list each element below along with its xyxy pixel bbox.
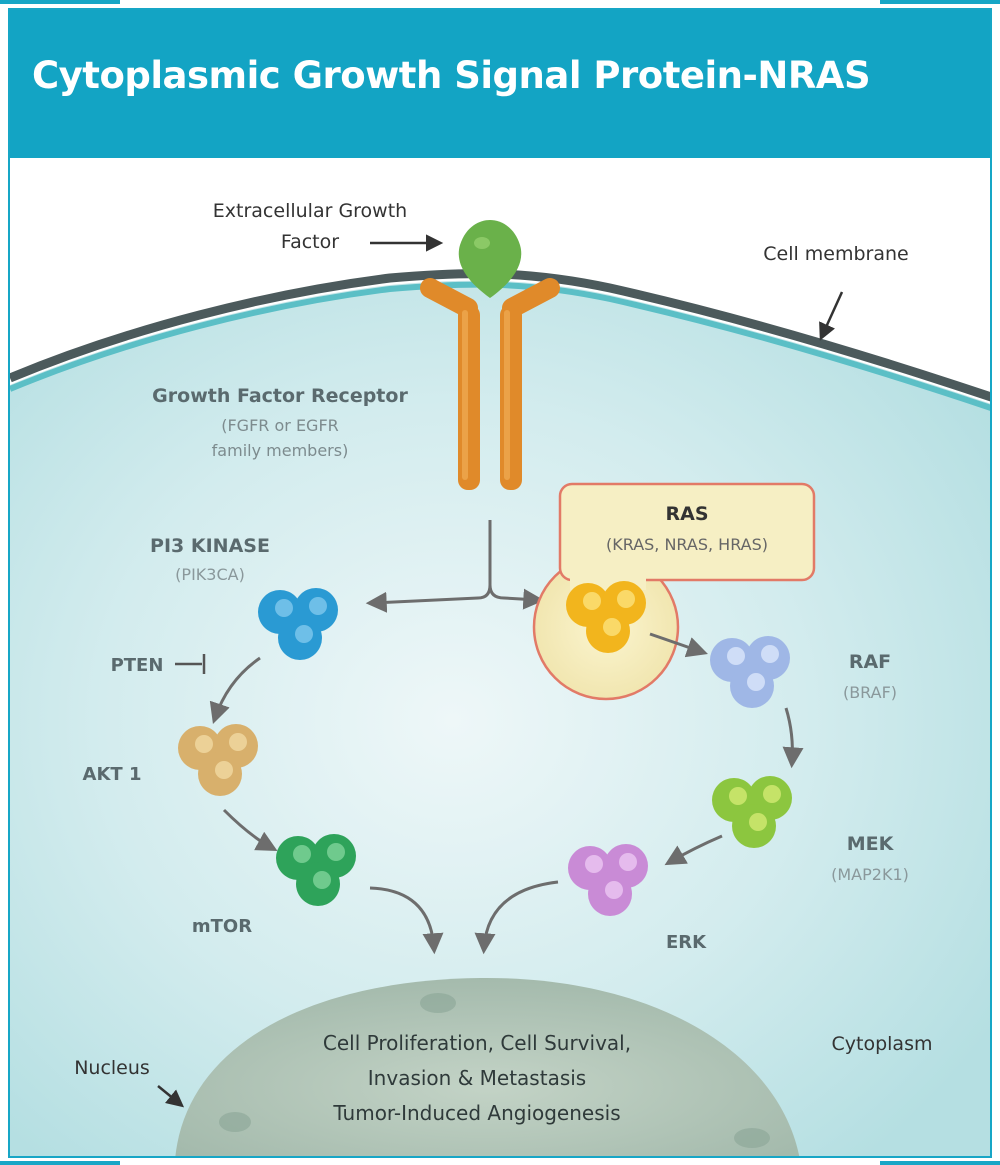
mek-subtitle: (MAP2K1) [831, 865, 909, 884]
corner-accent [0, 0, 120, 4]
arrow-icon [488, 584, 545, 610]
arrow-icon [209, 656, 261, 724]
raf-title: RAF [849, 651, 891, 673]
corner-accent [0, 1161, 120, 1165]
arrow-icon [819, 291, 844, 341]
title-banner: Cytoplasmic Growth Signal Protein-NRAS [10, 10, 990, 158]
nucleus-pore [734, 1128, 770, 1148]
ras-title: RAS [665, 503, 708, 525]
outcome-line-3: Tumor-Induced Angiogenesis [332, 1101, 620, 1125]
receptor-title: Growth Factor Receptor [152, 385, 408, 407]
cytoplasm-label: Cytoplasm [832, 1033, 933, 1055]
outcome-line-2: Invasion & Metastasis [368, 1066, 586, 1090]
cell-membrane-label: Cell membrane [763, 243, 909, 265]
akt-label: AKT 1 [83, 764, 142, 785]
pi3k-title: PI3 KINASE [150, 535, 270, 557]
nucleus-pore [420, 993, 456, 1013]
arrow-icon [782, 707, 804, 769]
extracellular-label: Extracellular Growth [213, 200, 407, 222]
signaling-diagram: Extracellular Growth Factor Cell membran… [10, 200, 990, 1156]
diagram-frame: Cytoplasmic Growth Signal Protein-NRAS [8, 8, 992, 1158]
protein-cluster-icon [178, 724, 258, 796]
inhibition-icon [175, 654, 206, 674]
protein-cluster-icon [568, 844, 648, 916]
corner-accent [880, 0, 1000, 4]
ras-subtitle: (KRAS, NRAS, HRAS) [606, 535, 768, 554]
arrow-icon [369, 886, 444, 955]
nucleus-shape [175, 977, 800, 1156]
nucleus-label: Nucleus [74, 1057, 150, 1079]
arrow-icon [649, 632, 708, 658]
arrow-icon [474, 880, 559, 955]
pten-label: PTEN [111, 655, 164, 676]
extracellular-label-2: Factor [281, 231, 339, 253]
arrow-icon [664, 834, 723, 866]
mtor-label: mTOR [192, 916, 252, 937]
arrow-icon [157, 1085, 185, 1108]
mek-title: MEK [847, 833, 895, 855]
receptor-icon [420, 278, 560, 490]
protein-cluster-icon [710, 636, 790, 708]
protein-cluster-icon [712, 776, 792, 848]
growth-factor-icon [458, 220, 522, 298]
raf-subtitle: (BRAF) [843, 683, 897, 702]
protein-cluster-icon [258, 588, 338, 660]
receptor-subtitle: (FGFR or EGFR [221, 416, 339, 435]
corner-accent [880, 1161, 1000, 1165]
protein-cluster-icon [276, 834, 356, 906]
protein-cluster-icon [566, 581, 646, 653]
arrow-icon [222, 808, 278, 852]
erk-label: ERK [666, 932, 707, 953]
pi3k-subtitle: (PIK3CA) [175, 565, 245, 584]
receptor-subtitle-2: family members) [212, 441, 349, 460]
page-title: Cytoplasmic Growth Signal Protein-NRAS [32, 54, 871, 97]
nucleus-pore [219, 1112, 251, 1132]
outcome-line-1: Cell Proliferation, Cell Survival, [323, 1031, 631, 1055]
